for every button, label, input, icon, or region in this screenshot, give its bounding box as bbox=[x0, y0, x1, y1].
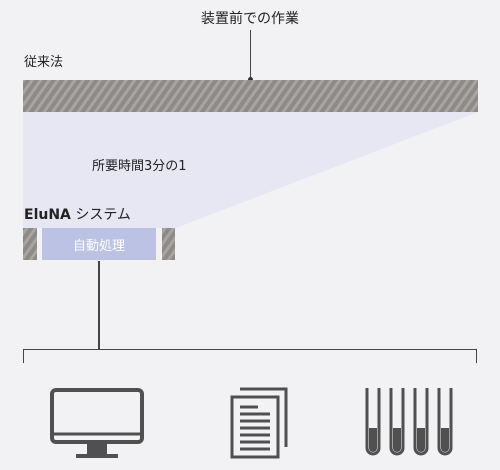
callout-label: 装置前での作業 bbox=[201, 11, 299, 27]
time-reduction-label: 所要時間3分の1 bbox=[92, 159, 187, 174]
connector-line bbox=[98, 261, 100, 350]
output-bracket-right-tick bbox=[476, 349, 477, 363]
conventional-method-label: 従来法 bbox=[24, 55, 64, 70]
system-label: EluNA システム bbox=[24, 204, 131, 224]
test-tubes-icon bbox=[365, 388, 453, 456]
auto-processing-label: 自動処理 bbox=[72, 238, 125, 254]
system-suffix: システム bbox=[70, 207, 131, 223]
monitor-icon bbox=[50, 388, 144, 458]
callout-line bbox=[250, 30, 251, 79]
manual-step-bar-right bbox=[162, 228, 175, 260]
manual-step-bar-left bbox=[23, 228, 37, 260]
output-bracket bbox=[23, 349, 477, 350]
documents-icon bbox=[230, 387, 288, 459]
system-brand-name: EluNA bbox=[24, 207, 71, 223]
conventional-time-bar bbox=[23, 80, 478, 112]
callout-dot bbox=[248, 77, 253, 82]
output-bracket-left-tick bbox=[23, 349, 24, 363]
auto-processing-box: 自動処理 bbox=[42, 228, 156, 260]
